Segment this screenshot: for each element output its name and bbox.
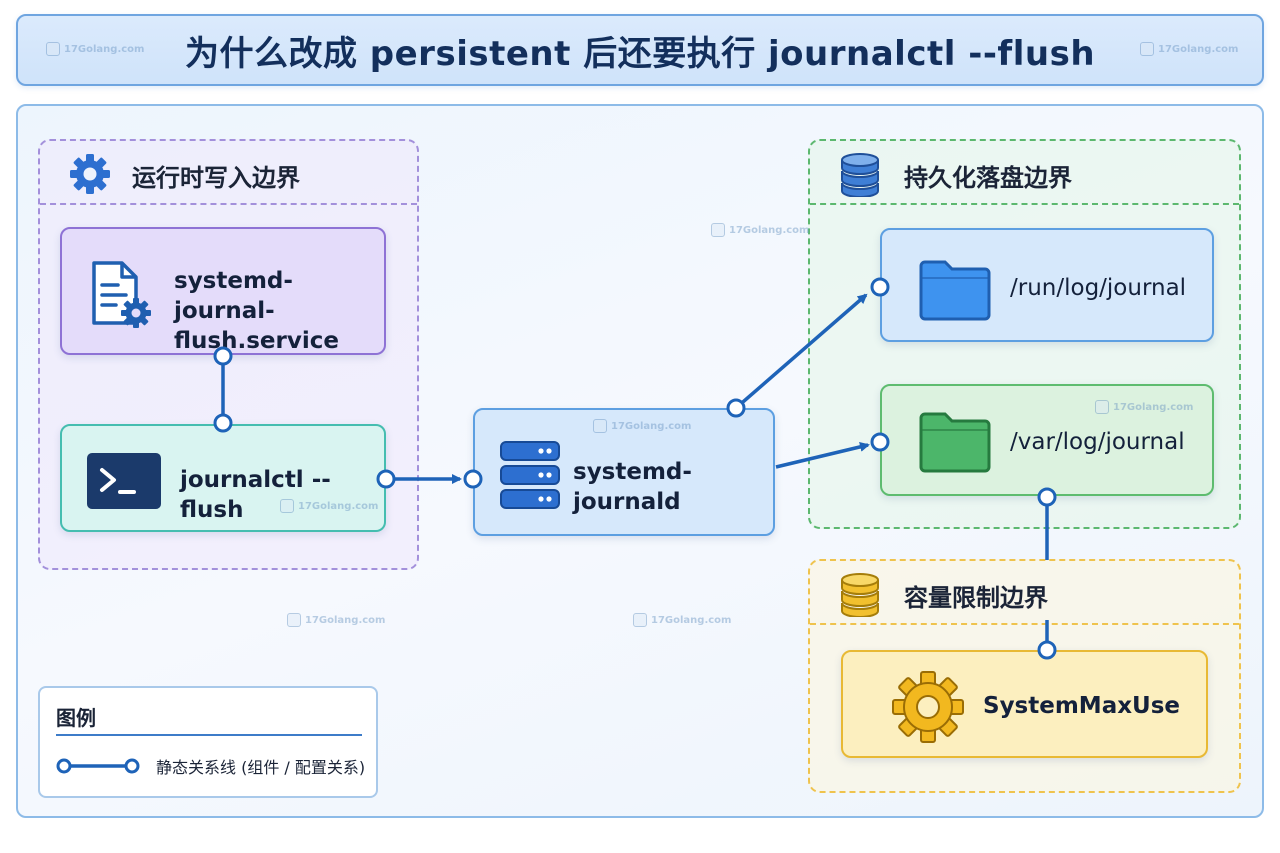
node-system-max-use[interactable]: SystemMaxUse [841, 650, 1208, 758]
legend: 图例 静态关系线 (组件 / 配置关系) [38, 686, 378, 798]
watermark-logo-icon [1140, 42, 1154, 56]
watermark: 17Golang.com [633, 613, 731, 627]
node-flush-service[interactable]: systemd-journal-flush.service [60, 227, 386, 355]
watermark-logo-icon [287, 613, 301, 627]
group-title: 运行时写入边界 [132, 164, 300, 192]
gear-icon [70, 154, 110, 194]
legend-divider [56, 734, 362, 736]
database-icon [841, 153, 879, 197]
document-gear-icon [92, 261, 151, 328]
server-icon [500, 441, 560, 509]
watermark: 17Golang.com [287, 613, 385, 627]
watermark-logo-icon [593, 419, 607, 433]
legend-description: 静态关系线 (组件 / 配置关系) [156, 758, 366, 777]
watermark-logo-icon [633, 613, 647, 627]
group-header: 运行时写入边界 [40, 141, 417, 205]
node-journalctl-flush[interactable]: journalctl --flush [60, 424, 386, 532]
watermark: 17Golang.com [1095, 400, 1193, 414]
watermark: 17Golang.com [46, 42, 144, 56]
group-title: 容量限制边界 [904, 584, 1048, 612]
watermark-logo-icon [46, 42, 60, 56]
group-header: 持久化落盘边界 [810, 141, 1239, 205]
watermark: 17Golang.com [711, 223, 809, 237]
node-var-log-journal[interactable]: /var/log/journal [880, 384, 1214, 496]
node-label: journalctl --flush [180, 467, 331, 523]
gear-icon [892, 671, 964, 743]
node-label: systemd-journald [573, 459, 692, 515]
folder-icon [919, 260, 991, 321]
folder-icon [919, 412, 991, 473]
node-label: systemd-journal-flush.service [174, 268, 339, 354]
database-icon [841, 573, 879, 617]
node-label: /run/log/journal [1010, 275, 1187, 301]
node-run-log-journal[interactable]: /run/log/journal [880, 228, 1214, 342]
watermark: 17Golang.com [1140, 42, 1238, 56]
terminal-icon [87, 453, 161, 509]
watermark-logo-icon [280, 499, 294, 513]
legend-line-sample [56, 758, 140, 774]
watermark: 17Golang.com [280, 499, 378, 513]
watermark-logo-icon [711, 223, 725, 237]
node-label: SystemMaxUse [983, 693, 1181, 719]
watermark-logo-icon [1095, 400, 1109, 414]
watermark: 17Golang.com [593, 419, 691, 433]
group-title: 持久化落盘边界 [904, 164, 1072, 192]
legend-title: 图例 [56, 706, 96, 730]
page-title: 为什么改成 persistent 后还要执行 journalctl --flus… [184, 33, 1096, 74]
group-header: 容量限制边界 [810, 561, 1239, 625]
node-label: /var/log/journal [1010, 429, 1185, 455]
node-systemd-journald[interactable]: systemd-journald [473, 408, 775, 536]
title-bar: 为什么改成 persistent 后还要执行 journalctl --flus… [16, 14, 1264, 86]
